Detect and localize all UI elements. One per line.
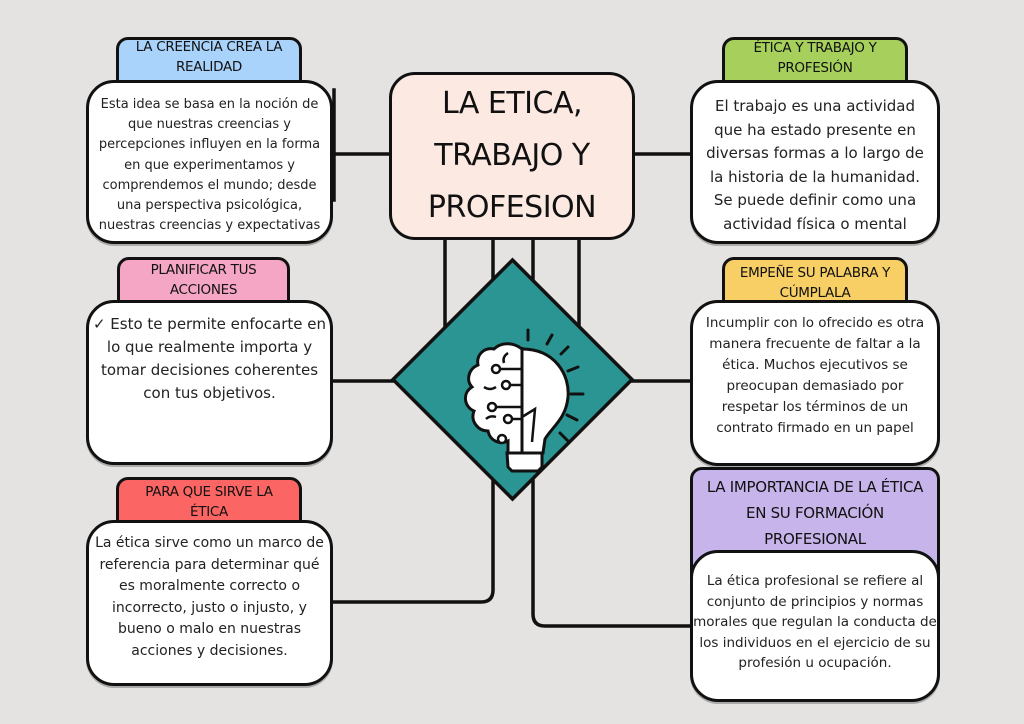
node-title-line: EN SU FORMACIÓN [746,504,884,522]
node-card-importancia: La ética profesional se refiere al conju… [690,550,940,702]
node-body-text: Incumplir con lo ofrecido es otra manera… [705,315,925,436]
node-title-line: ÉTICA [190,504,228,520]
node-card-empene: Incumplir con lo ofrecido es otra manera… [690,300,940,466]
node-title-empene: EMPEÑE SU PALABRA Y CÚMPLALA [722,257,908,307]
node-body-text: Esta idea se basa en la noción de que nu… [98,97,321,234]
node-card-para-que: La ética sirve como un marco de referenc… [86,520,333,686]
node-title-line: PLANIFICAR TUS [150,262,257,278]
node-title-line: PROFESIÓN [777,60,853,76]
central-title-line: TRABAJO Y [434,138,590,173]
central-diamond [390,257,635,502]
central-title-line: LA ETICA, [441,86,583,121]
central-title-line: PROFESION [427,190,597,225]
node-title-line: PARA QUE SIRVE LA [145,484,273,500]
central-topic: LA ETICA, TRABAJO Y PROFESION [389,72,635,240]
node-card-etica-trabajo: El trabajo es una actividad que ha estad… [690,80,940,244]
node-body-text: ✓ Esto te permite enfocarte en lo que re… [92,315,327,402]
node-title-line: CÚMPLALA [779,285,851,301]
node-title-line: ACCIONES [169,282,238,298]
node-title-line: PROFESIONAL [764,530,866,548]
node-body-text: El trabajo es una actividad que ha estad… [706,97,924,233]
brain-lightbulb-icon [390,257,635,502]
node-title-line: REALIDAD [175,59,243,75]
node-title-line: LA IMPORTANCIA DE LA ÉTICA [706,478,924,496]
node-title-line: EMPEÑE SU PALABRA Y [739,265,891,281]
node-title-line: ÉTICA Y TRABAJO Y [753,40,877,56]
node-card-creencia: Esta idea se basa en la noción de que nu… [86,80,333,244]
node-body-text: La ética sirve como un marco de referenc… [95,535,324,659]
node-title-line: LA CREENCIA CREA LA [135,39,283,55]
node-body-text: La ética profesional se refiere al conju… [693,573,937,671]
node-card-planificar: ✓ Esto te permite enfocarte en lo que re… [86,300,333,465]
